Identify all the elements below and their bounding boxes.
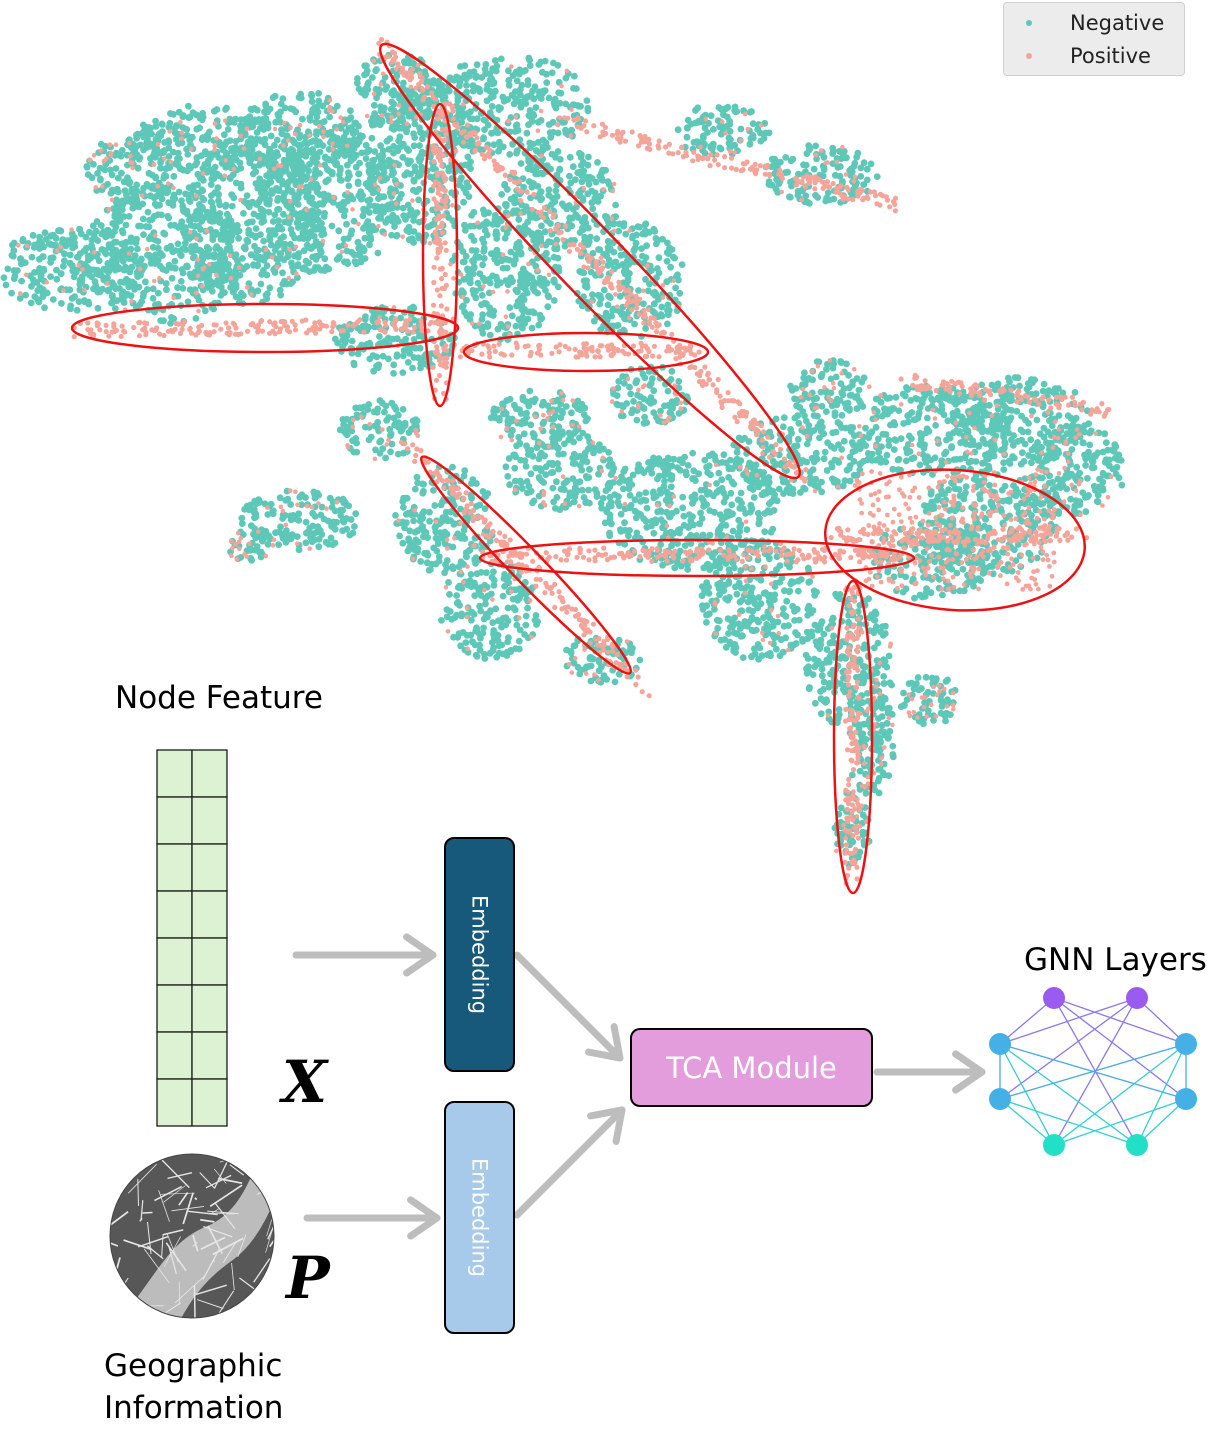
gnn-node [989, 1088, 1011, 1110]
feature-cell [192, 938, 227, 985]
arrow-embedding-top-to-tca [517, 955, 620, 1058]
gnn-node [989, 1033, 1011, 1055]
gnn-layers-title: GNN Layers [1024, 942, 1207, 978]
tca-module-block: TCA Module [630, 1028, 873, 1107]
positive-marker-icon [1026, 53, 1032, 59]
feature-cell [157, 985, 192, 1032]
gnn-edge [1000, 998, 1137, 1099]
feature-cell [192, 891, 227, 938]
feature-cell [192, 1079, 227, 1126]
feature-cell [157, 1079, 192, 1126]
feature-cell [157, 938, 192, 985]
gnn-node [1043, 987, 1065, 1009]
geo-symbol-p: P [286, 1244, 330, 1312]
embedding-block-features: Embedding [444, 837, 515, 1072]
gnn-edge [1054, 1099, 1186, 1145]
tca-module-label: TCA Module [666, 1051, 837, 1085]
feature-cell [192, 844, 227, 891]
feature-cell [157, 750, 192, 797]
embedding-label-bottom: Embedding [468, 1158, 492, 1277]
embedding-block-geographic: Embedding [444, 1101, 515, 1334]
feature-cell [192, 750, 227, 797]
legend-entry-negative: Negative [1026, 8, 1164, 38]
gnn-edge [1000, 1099, 1137, 1145]
geographic-title-line2: Information [104, 1387, 283, 1429]
feature-cell [192, 985, 227, 1032]
gnn-edge [1054, 1044, 1186, 1145]
feature-cell [157, 891, 192, 938]
gnn-node [1043, 1134, 1065, 1156]
arrow-embedding-bottom-to-tca [517, 1110, 622, 1215]
map-texture [84, 1127, 290, 1331]
feature-cell [192, 1032, 227, 1079]
feature-cell [157, 797, 192, 844]
gnn-node [1126, 1134, 1148, 1156]
feature-symbol-x: X [282, 1048, 327, 1116]
legend: Negative Positive [1003, 2, 1185, 76]
feature-cell [157, 1032, 192, 1079]
node-feature-title: Node Feature [115, 680, 323, 716]
gnn-node [1175, 1088, 1197, 1110]
feature-cell [157, 844, 192, 891]
gnn-graph-icon [989, 987, 1197, 1156]
negative-marker-icon [1026, 20, 1032, 26]
geographic-title-line1: Geographic [104, 1345, 283, 1387]
gnn-edge [1000, 998, 1137, 1044]
feature-cell [192, 797, 227, 844]
gnn-node [1126, 987, 1148, 1009]
embedding-label-top: Embedding [468, 895, 492, 1014]
legend-entry-positive: Positive [1026, 41, 1151, 71]
gnn-edge [1054, 998, 1186, 1044]
geographic-title: Geographic Information [104, 1345, 283, 1429]
geographic-map-disc [84, 1127, 290, 1331]
legend-label-negative: Negative [1070, 11, 1164, 35]
legend-label-positive: Positive [1070, 44, 1151, 68]
gnn-edge [1000, 1044, 1137, 1145]
node-feature-matrix [157, 750, 227, 1126]
gnn-node [1175, 1033, 1197, 1055]
